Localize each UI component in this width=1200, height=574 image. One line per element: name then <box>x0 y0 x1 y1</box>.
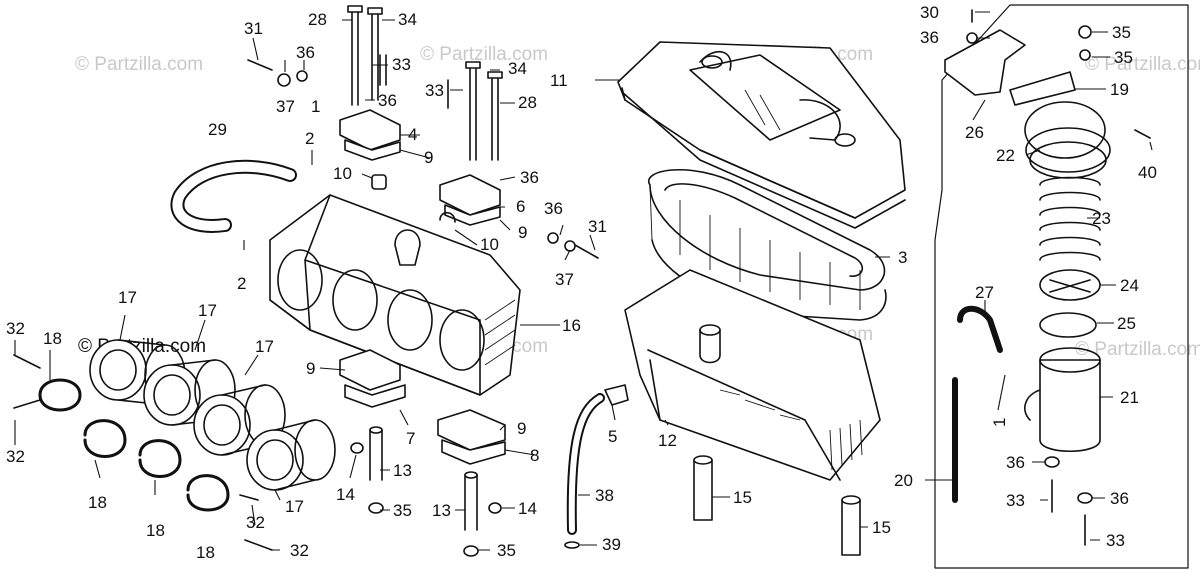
callout-12: 12 <box>658 431 677 450</box>
callout-32: 32 <box>290 541 309 560</box>
callout-28: 28 <box>518 93 537 112</box>
callout-25: 25 <box>1117 314 1136 333</box>
callout-1: 1 <box>990 418 1009 427</box>
callout-35: 35 <box>497 541 516 560</box>
callout-35: 35 <box>1114 48 1133 67</box>
callout-36: 36 <box>378 91 397 110</box>
callout-2: 2 <box>237 274 246 293</box>
callout-16: 16 <box>562 316 581 335</box>
callout-27: 27 <box>975 283 994 302</box>
callout-14: 14 <box>518 499 537 518</box>
callout-21: 21 <box>1120 388 1139 407</box>
callout-35: 35 <box>393 501 412 520</box>
callout-17: 17 <box>285 497 304 516</box>
watermark: © Partzilla.com <box>1085 54 1200 75</box>
callout-2: 2 <box>305 129 314 148</box>
callout-13: 13 <box>432 501 451 520</box>
callout-17: 17 <box>118 288 137 307</box>
bolts <box>247 5 599 259</box>
callout-17: 17 <box>198 301 217 320</box>
callout-34: 34 <box>398 10 417 29</box>
callout-28: 28 <box>308 10 327 29</box>
callout-37: 37 <box>555 270 574 289</box>
callout-9: 9 <box>424 148 433 167</box>
breather-separator-assembly <box>934 4 1189 569</box>
callout-11: 11 <box>550 71 568 90</box>
insulators-and-bands <box>13 339 336 551</box>
callout-10: 10 <box>480 235 499 254</box>
callout-18: 18 <box>196 543 215 562</box>
callout-24: 24 <box>1120 276 1139 295</box>
callout-36: 36 <box>1006 453 1025 472</box>
callout-15: 15 <box>733 488 752 507</box>
callout-9: 9 <box>518 223 527 242</box>
callout-30: 30 <box>920 3 939 22</box>
mounting-brackets <box>339 109 506 465</box>
callout-22: 22 <box>996 146 1015 165</box>
watermark: © Partzilla.com <box>420 44 548 65</box>
callout-29: 29 <box>208 120 227 139</box>
carburetor-cover <box>269 194 521 396</box>
callout-10: 10 <box>333 164 352 183</box>
callout-36: 36 <box>296 43 315 62</box>
callout-37: 37 <box>276 97 295 116</box>
callout-36: 36 <box>520 168 539 187</box>
callout-7: 7 <box>406 429 415 448</box>
callout-4: 4 <box>408 125 417 144</box>
callout-32: 32 <box>246 513 265 532</box>
callout-31: 31 <box>244 19 263 38</box>
callout-labels: 31 36 37 1 28 34 33 36 34 33 28 11 29 2 … <box>6 3 1157 562</box>
watermark: © Partzilla.com <box>75 54 203 75</box>
callout-1: 1 <box>311 97 320 116</box>
callout-5: 5 <box>608 427 617 446</box>
callout-17: 17 <box>255 337 274 356</box>
callout-33: 33 <box>1106 531 1125 550</box>
callout-26: 26 <box>965 123 984 142</box>
drain-tube <box>564 393 605 549</box>
air-cleaner-cover <box>617 41 906 229</box>
leader-lines <box>14 11 1153 551</box>
callout-13: 13 <box>393 461 412 480</box>
callout-36: 36 <box>1110 489 1129 508</box>
callout-19: 19 <box>1110 80 1129 99</box>
callout-32: 32 <box>6 319 25 338</box>
callout-33: 33 <box>1006 491 1025 510</box>
callout-38: 38 <box>595 486 614 505</box>
callout-9: 9 <box>306 359 315 378</box>
air-cleaner-case <box>624 269 881 481</box>
pipes <box>693 455 861 556</box>
watermark: © Partzilla.com <box>1075 339 1200 360</box>
callout-6: 6 <box>516 197 525 216</box>
callout-3: 3 <box>898 248 907 267</box>
callout-35: 35 <box>1112 23 1131 42</box>
callout-14: 14 <box>336 485 355 504</box>
callout-39: 39 <box>602 535 621 554</box>
breather-tube <box>170 159 297 233</box>
callout-18: 18 <box>88 493 107 512</box>
collars-and-nuts <box>350 384 629 557</box>
callout-33: 33 <box>392 55 411 74</box>
callout-32: 32 <box>6 447 25 466</box>
callout-36: 36 <box>920 28 939 47</box>
callout-8: 8 <box>530 446 539 465</box>
callout-23: 23 <box>1092 209 1111 228</box>
callout-31: 31 <box>588 217 607 236</box>
callout-40: 40 <box>1138 163 1157 182</box>
callout-33: 33 <box>425 81 444 100</box>
callout-18: 18 <box>146 521 165 540</box>
callout-36: 36 <box>544 199 563 218</box>
callout-15: 15 <box>872 518 891 537</box>
callout-18: 18 <box>43 329 62 348</box>
callout-20: 20 <box>894 471 913 490</box>
callout-9: 9 <box>517 419 526 438</box>
callout-34: 34 <box>508 59 527 78</box>
